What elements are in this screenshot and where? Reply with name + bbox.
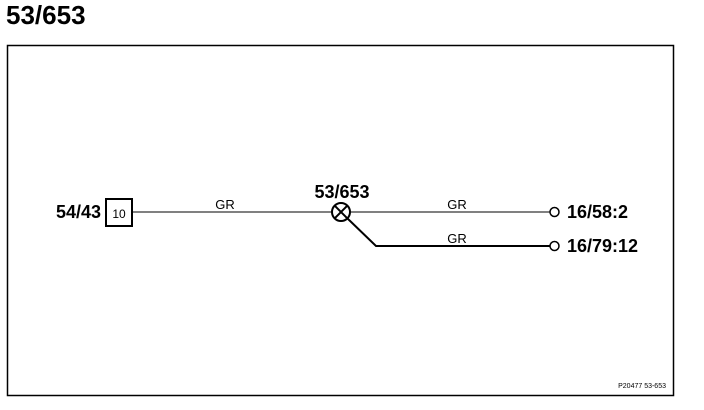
splice-symbol — [331, 202, 351, 222]
reference-code: P20477 53-653 — [618, 383, 666, 390]
connector-box — [105, 198, 133, 227]
connector-label: 54/43 — [56, 202, 101, 222]
splice-label: 53/653 — [314, 182, 369, 202]
wire-color-2: GR — [447, 197, 467, 212]
wire-color-1: GR — [215, 197, 235, 212]
terminal-circle-2 — [549, 240, 560, 252]
terminal-label-1: 16/58:2 — [567, 202, 628, 222]
wire-splice-terminal-2 — [346, 217, 550, 247]
connector-pin: 10 — [112, 207, 126, 221]
wire-color-3: GR — [447, 231, 467, 246]
terminal-circle-1 — [549, 206, 560, 218]
diagram-frame — [6, 44, 675, 397]
terminal-label-2: 16/79:12 — [567, 236, 638, 256]
page-title: 53/653 — [6, 0, 86, 30]
